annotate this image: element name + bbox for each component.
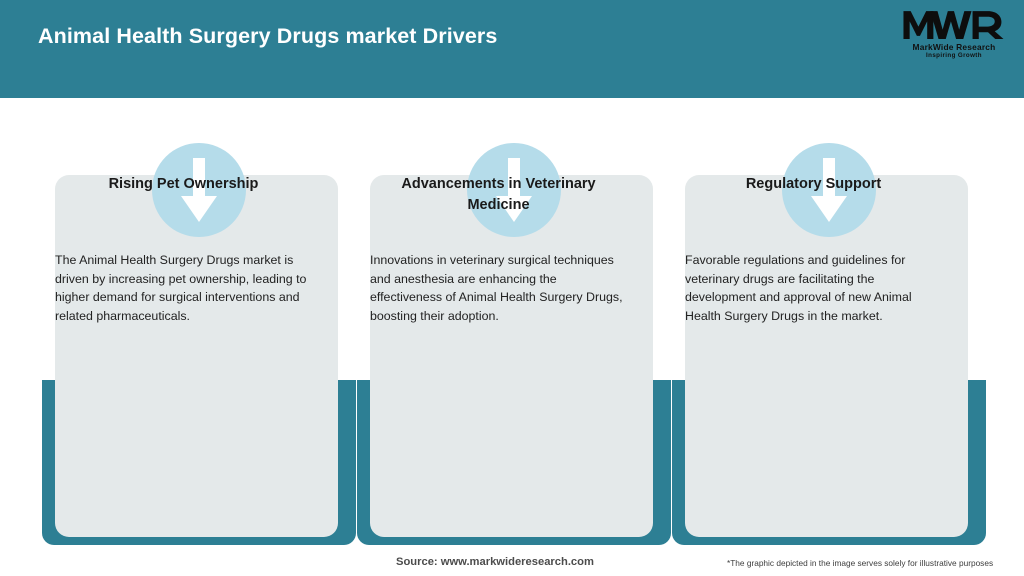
card-title: Rising Pet Ownership: [108, 176, 259, 192]
arrow-down-icon: [467, 143, 561, 237]
driver-cards-area: Rising Pet Ownership The Animal Health S…: [0, 98, 1024, 576]
card-title: Regulatory Support: [745, 176, 882, 192]
driver-card-1[interactable]: Rising Pet Ownership The Animal Health S…: [42, 98, 356, 558]
mwr-logo-icon: [903, 11, 1004, 39]
brand-logo: MarkWide Research Inspiring Growth: [902, 8, 1006, 64]
arrow-down-icon: [152, 143, 246, 237]
disclaimer-label: *The graphic depicted in the image serve…: [727, 558, 994, 568]
logo-company-name: MarkWide Research: [912, 42, 996, 52]
source-label: Source: www.markwideresearch.com: [396, 556, 594, 568]
arrow-down-glyph: [496, 158, 532, 222]
card-description: Innovations in veterinary surgical techn…: [370, 253, 623, 323]
header-bar: [0, 0, 1024, 98]
driver-card-3[interactable]: Regulatory Support Favorable regulations…: [672, 98, 986, 558]
arrow-down-icon: [782, 143, 876, 237]
arrow-down-glyph: [811, 158, 847, 222]
card-title: Advancements in Veterinary Medicine: [401, 176, 596, 213]
card-description: Favorable regulations and guidelines for…: [685, 253, 912, 323]
logo-tagline: Inspiring Growth: [926, 52, 982, 59]
driver-card-2[interactable]: Advancements in Veterinary Medicine Inno…: [357, 98, 671, 558]
card-description: The Animal Health Surgery Drugs market i…: [55, 253, 307, 323]
page-title: Animal Health Surgery Drugs market Drive…: [38, 24, 498, 48]
arrow-down-glyph: [181, 158, 217, 222]
